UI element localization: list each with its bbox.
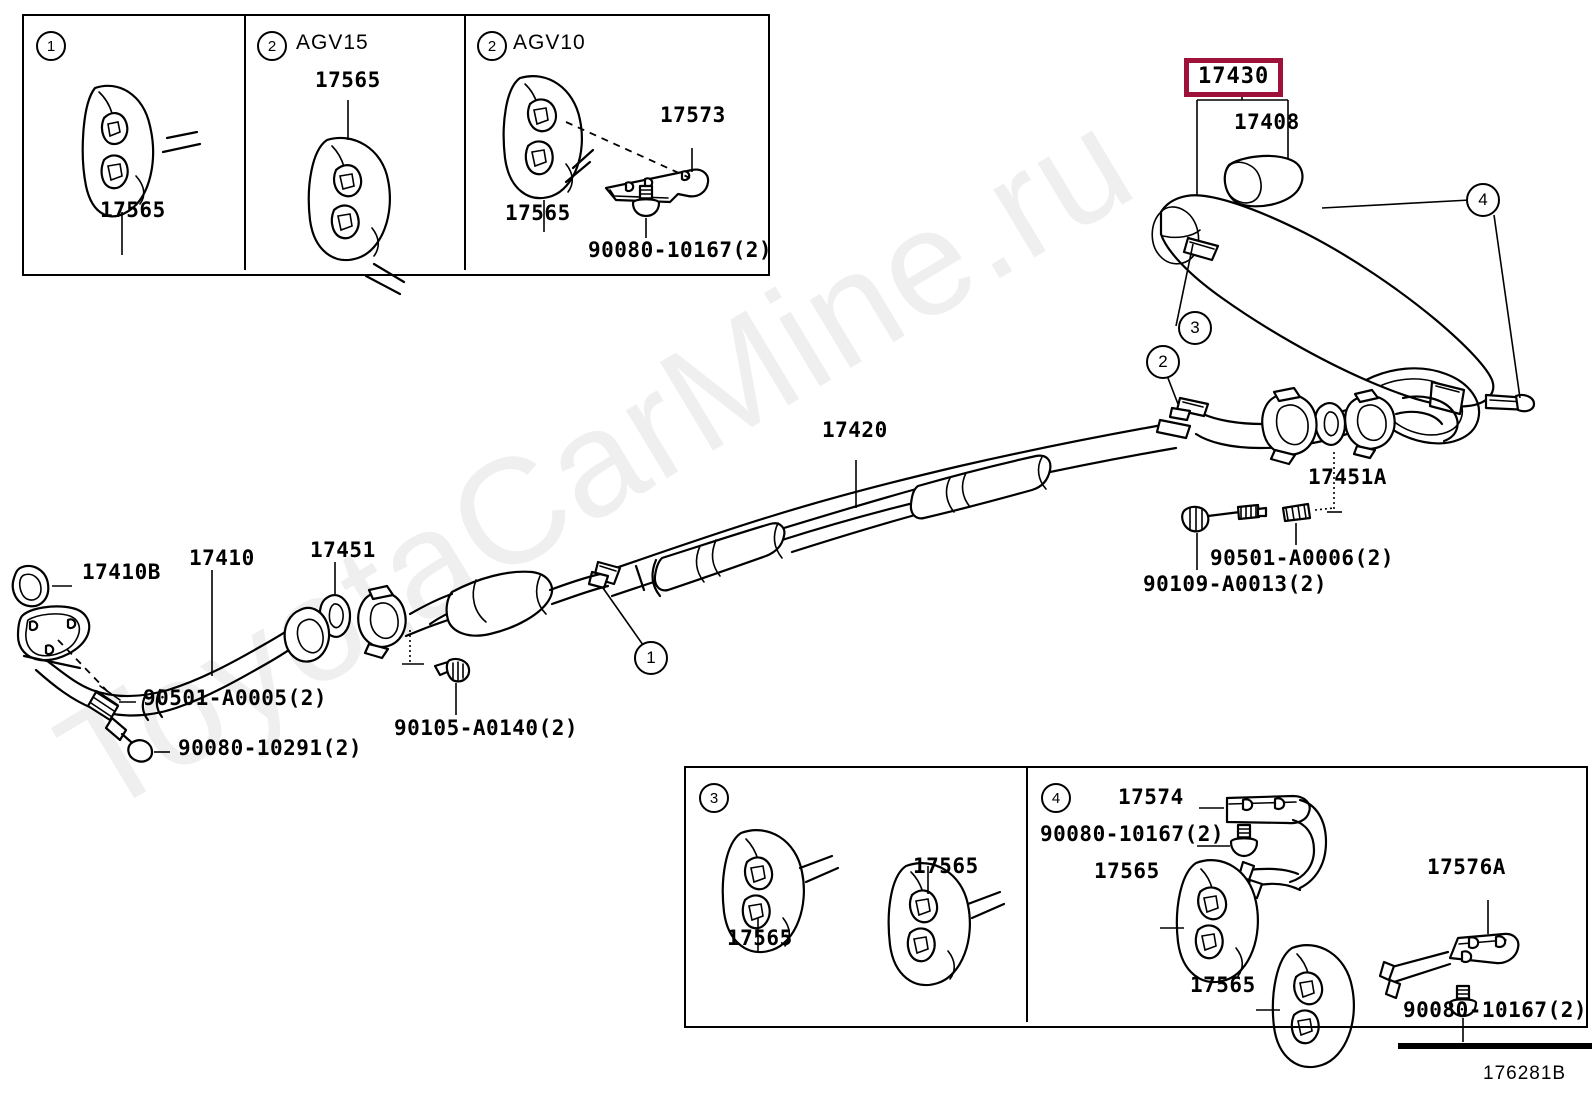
label-17451: 17451 [310,538,376,562]
panel3-label-17573: 17573 [660,103,726,127]
diagram-id: 176281B [1483,1063,1567,1084]
bottom-panel-divider-1 [1026,768,1028,1022]
label-90105-A0140: 90105-A0140(2) [394,716,579,740]
muffler-assembly-art [1151,88,1536,466]
panel-callout-1[interactable]: 1 [36,31,66,61]
center-pipe-art [587,418,1192,653]
main-callout-3[interactable]: 3 [1178,311,1212,345]
panel3-hanger-art [721,829,1006,987]
panel-callout-3[interactable]: 3 [699,783,729,813]
highlighted-part-number[interactable]: 17430 [1184,58,1284,97]
panel3-bottom-label-17565-b: 17565 [913,854,979,878]
panel-callout-4[interactable]: 4 [1041,783,1071,813]
panel4-label-17576A: 17576A [1427,855,1506,879]
panel2-agv10-hanger-art [502,75,710,238]
panel-callout-2-agv10[interactable]: 2 [477,31,507,61]
label-17451A: 17451A [1308,465,1387,489]
label-17420: 17420 [822,418,888,442]
panel4-hanger-art [1160,794,1520,1069]
panel2-label-17565: 17565 [315,68,381,92]
label-90109-A0013: 90109-A0013(2) [1143,572,1328,596]
label-90501-A0005: 90501-A0005(2) [143,686,328,710]
panel3-label-17565: 17565 [505,201,571,225]
panel2-agv15-hanger-art [307,100,406,296]
panel4-label-90080-10167-b: 90080-10167(2) [1403,998,1588,1022]
main-callout-4[interactable]: 4 [1466,183,1500,217]
main-callout-2[interactable]: 2 [1146,345,1180,379]
top-panel-group [22,14,770,276]
panel4-label-90080-10167-a: 90080-10167(2) [1040,822,1225,846]
panel3-bottom-label-17565-a: 17565 [727,926,793,950]
panel1-label-17565: 17565 [100,198,166,222]
panel4-label-17565-b: 17565 [1190,973,1256,997]
front-pipe-art [11,564,331,763]
top-panel-divider-2 [464,16,466,270]
rear-fastener-art [1181,452,1342,570]
panel-variant-agv15: AGV15 [296,31,369,54]
bottom-panel-group [684,766,1588,1028]
panel4-label-17574: 17574 [1118,785,1184,809]
label-90501-A0006: 90501-A0006(2) [1210,546,1395,570]
label-17410B: 17410B [82,560,161,584]
label-17408: 17408 [1234,110,1300,134]
panel4-label-17565-a: 17565 [1094,859,1160,883]
panel3-label-90080-10167: 90080-10167(2) [588,238,773,262]
main-callout-1[interactable]: 1 [634,641,668,675]
panel-callout-2-agv15[interactable]: 2 [257,31,287,61]
label-17410: 17410 [189,546,255,570]
panel-variant-agv10: AGV10 [513,31,586,54]
top-panel-divider-1 [244,16,246,270]
panel1-hanger-art [81,84,202,255]
label-90080-10291: 90080-10291(2) [178,736,363,760]
catalyst-art [318,562,610,715]
